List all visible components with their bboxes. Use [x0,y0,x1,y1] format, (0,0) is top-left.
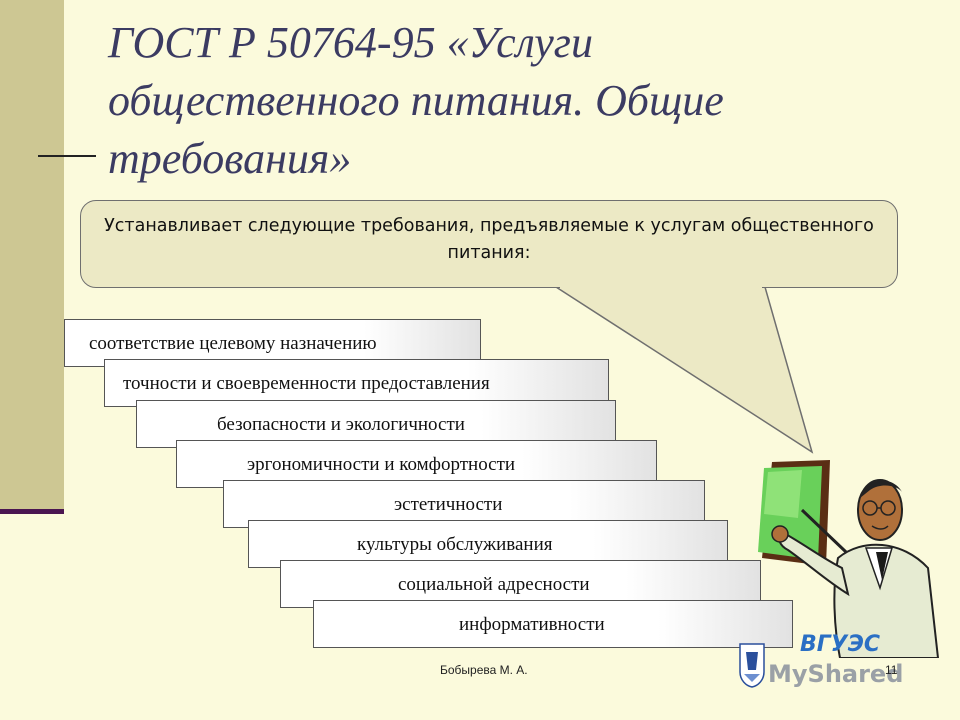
step-8: информативности [313,600,793,648]
university-emblem-icon [739,643,765,688]
title-dash-decoration [38,155,96,157]
university-logo-text: ВГУЭС [800,632,881,657]
step-label: культуры обслуживания [357,534,553,555]
step-label: соответствие целевому назначению [89,333,377,354]
page-number: 11 [885,663,898,677]
step-label: эргономичности и комфортности [247,454,516,475]
step-label: эстетичности [394,494,503,515]
left-accent-bar [0,0,64,512]
presenter-illustration [758,460,940,658]
step-label: безопасности и экологичности [217,414,465,435]
step-label: точности и своевременности предоставлени… [123,373,490,394]
step-label: социальной адресности [398,574,590,595]
slide-title: ГОСТ Р 50764-95 «Услуги общественного пи… [108,18,724,183]
site-watermark: MyShared [768,660,904,688]
footer-author: Бобырева М. А. [440,663,528,677]
step-label: информативности [459,614,605,635]
callout-box: Устанавливает следующие требования, пред… [80,200,898,288]
left-accent-line [0,509,64,514]
